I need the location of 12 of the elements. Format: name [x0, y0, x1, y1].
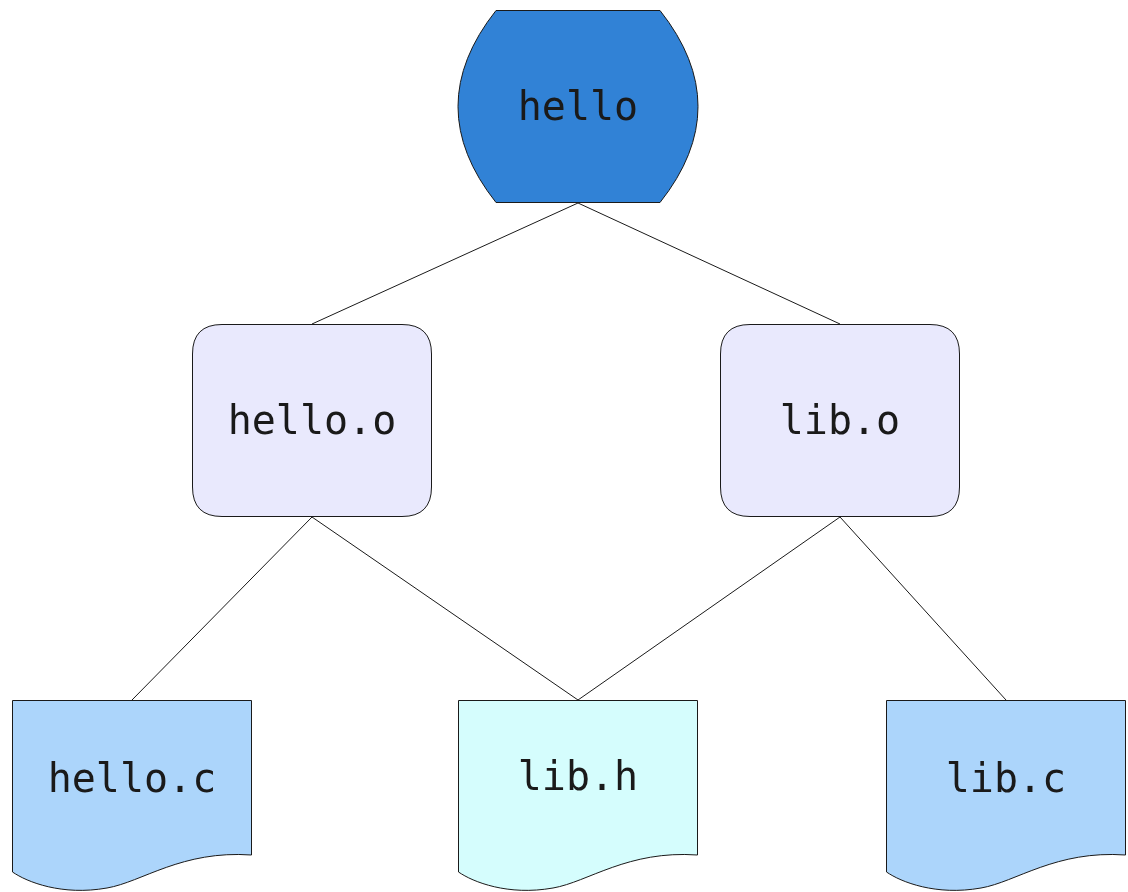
node-label: lib.o [778, 396, 902, 444]
connector-line [311, 202, 579, 325]
connector-line [577, 516, 841, 701]
connector-line [839, 516, 1007, 701]
connector-line [131, 516, 313, 701]
connector-line [577, 202, 841, 325]
node-label: hello.o [226, 396, 398, 444]
node-label: lib.h [516, 752, 640, 800]
connector-line [311, 516, 579, 701]
node-label: hello.c [46, 754, 218, 802]
node-label: hello [516, 82, 640, 130]
node-label: lib.c [944, 754, 1068, 802]
